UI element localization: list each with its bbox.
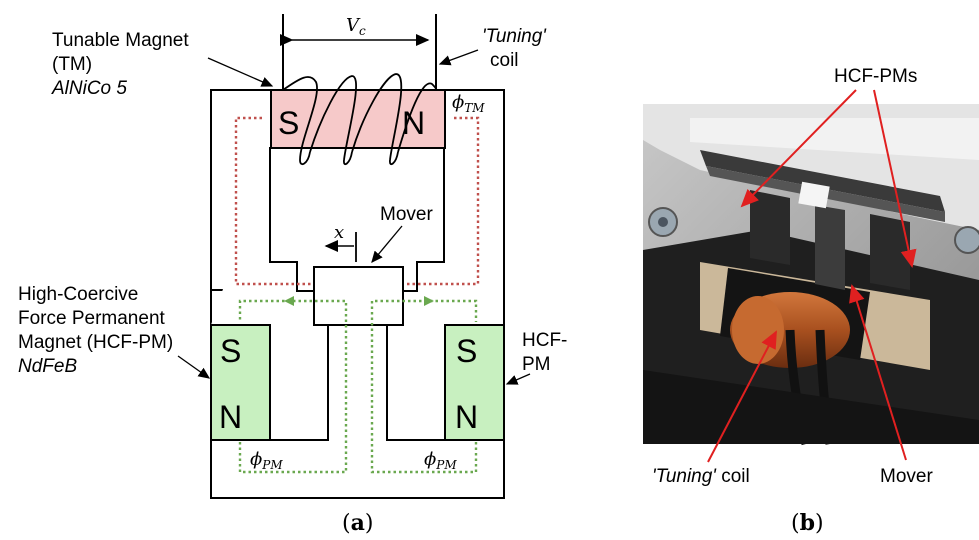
photo-mover-arrow [849,284,907,461]
right-pm-flux-path [370,299,478,474]
mover-leader-arrow [371,225,403,263]
tm-label-line1: Tunable Magnet [52,30,189,51]
tm-north-pole: N [402,105,425,141]
left-hcf-pm [210,324,271,441]
hcf-right-leader-arrow [505,373,531,385]
panel-a: S N Vc Tunable Magnet (TM) AlNiCo 5 'Tun… [18,14,567,536]
tm-label-line3: AlNiCo 5 [51,78,127,99]
tm-south-pole: S [278,105,299,141]
mover-label: Mover [380,204,433,225]
phi-pm-left-label: ϕPM [250,449,283,472]
caption-b: (b) [791,510,824,536]
hcf-right-label-line2: PM [522,354,551,375]
caption-a: (a) [342,510,373,536]
hcf-left-label-line1: High-Coercive [18,284,138,305]
phi-pm-right-label: ϕPM [424,449,457,472]
left-pm-flux-path [238,299,348,474]
left-pm-south-pole: S [220,333,241,369]
phi-tm-label: ϕTM [452,92,485,115]
right-pm-south-pole: S [456,333,477,369]
right-hcf-pm [444,324,505,441]
left-pm-flux-arrowhead [284,296,294,306]
hcf-right-label-line1: HCF- [522,330,567,351]
hcf-left-label-line4: NdFeB [18,356,77,377]
tm-leader-arrow [207,57,274,87]
left-pm-north-pole: N [219,399,242,435]
photo-tuning-coil-arrow [707,330,777,463]
tuning-coil-label-line1: 'Tuning' [482,26,547,47]
tuning-coil-leader-arrow [438,49,479,66]
tuning-coil-label-line2: coil [490,50,519,71]
hcf-pms-arrow-left [740,89,857,208]
prototype-photo [643,104,979,446]
mover [313,266,404,326]
hcf-left-label-line2: Force Permanent [18,308,166,329]
right-pm-flux-arrowhead [424,296,434,306]
hcf-left-label-line3: Magnet (HCF-PM) [18,332,173,353]
x-label: x [334,222,344,243]
panel-b: HCF-PMs 'Tuning' coil Mover (b) [643,66,979,536]
tuning-coil-turns [282,73,438,166]
hcf-pms-arrow-right [873,89,917,268]
right-pm-north-pole: N [455,399,478,435]
photo-mover-label: Mover [880,466,933,487]
hcf-left-leader-arrow [177,355,211,379]
photo-tuning-coil-label: 'Tuning' coil [652,466,750,487]
tm-label-line2: (TM) [52,54,92,75]
vc-label: Vc [346,15,366,38]
hcf-pms-label: HCF-PMs [834,66,917,87]
